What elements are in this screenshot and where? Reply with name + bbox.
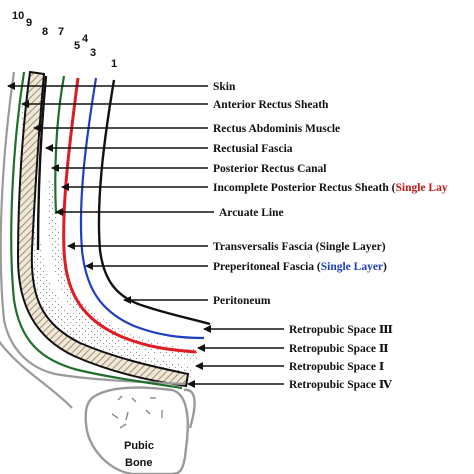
label-rectus-abdominis-muscle: Rectus Abdominis Muscle bbox=[213, 123, 340, 135]
pubic-bone-trabeculae bbox=[111, 395, 163, 429]
pubic-bone-hip-stub bbox=[183, 388, 196, 429]
dotted-connective-tissue bbox=[19, 105, 192, 382]
label-skin: Skin bbox=[213, 81, 236, 93]
dotted-preperitoneal-tissue bbox=[47, 180, 200, 362]
label-retropubic-space-2: Retropubic Space Ⅱ bbox=[289, 343, 389, 355]
lower-skin-fold bbox=[0, 340, 73, 409]
label-posterior-rectus-canal: Posterior Rectus Canal bbox=[213, 163, 327, 175]
layer-numbers: 10 9 8 7 5 4 3 1 bbox=[12, 10, 117, 70]
layer-number-8: 8 bbox=[42, 26, 48, 38]
label-incomplete-posterior-rectus-sheath-text: Incomplete Posterior Rectus Sheath ( bbox=[213, 182, 396, 194]
layer-number-4: 4 bbox=[82, 33, 89, 45]
green-outer-layer bbox=[10, 71, 183, 390]
layer-number-3: 3 bbox=[90, 47, 96, 59]
layer-number-9: 9 bbox=[26, 17, 32, 29]
label-retropubic-space-1: Retropubic Space Ⅰ bbox=[289, 361, 384, 373]
labels: Skin Anterior Rectus Sheath Rectus Abdom… bbox=[213, 81, 448, 391]
label-retropubic-space-3: Retropubic Space Ⅲ bbox=[289, 324, 393, 336]
label-preperitoneal-fascia-text: Preperitoneal Fascia ( bbox=[213, 261, 321, 273]
label-incomplete-single-layer-red: Single Lay bbox=[395, 182, 447, 194]
label-arcuate-line: Arcuate Line bbox=[219, 207, 284, 219]
layer-number-5: 5 bbox=[74, 40, 80, 52]
black-peritoneum-layer bbox=[97, 79, 211, 326]
label-incomplete-posterior-rectus-sheath: Incomplete Posterior Rectus Sheath (Sing… bbox=[213, 182, 448, 194]
label-preperitoneal-single-layer-blue: Single Layer bbox=[321, 261, 383, 273]
layer-number-7: 7 bbox=[58, 26, 64, 38]
green-arcuate-layer bbox=[54, 75, 66, 215]
label-transversalis-fascia: Transversalis Fascia (Single Layer) bbox=[213, 241, 386, 253]
black-layer-7 bbox=[36, 75, 48, 251]
red-transversalis-layer bbox=[62, 77, 197, 354]
label-preperitoneal-fascia: Preperitoneal Fascia (Single Layer) bbox=[213, 261, 387, 273]
layer-number-1: 1 bbox=[111, 58, 117, 70]
pubic-bone bbox=[84, 386, 189, 474]
pubic-bone-label-line1: Pubic bbox=[124, 440, 154, 452]
blue-preperitoneal-layer bbox=[79, 77, 205, 340]
label-rectusial-fascia: Rectusial Fascia bbox=[213, 143, 293, 155]
pubic-bone-label-line2: Bone bbox=[125, 457, 153, 469]
label-preperitoneal-fascia-suffix: ) bbox=[383, 261, 387, 273]
label-peritoneum: Peritoneum bbox=[213, 295, 271, 307]
layer-number-10: 10 bbox=[12, 10, 24, 22]
label-anterior-rectus-sheath: Anterior Rectus Sheath bbox=[213, 99, 329, 111]
skin-outline bbox=[0, 71, 186, 386]
label-retropubic-space-4: Retropubic Space Ⅳ bbox=[289, 379, 393, 391]
leader-arrows bbox=[7, 82, 284, 388]
